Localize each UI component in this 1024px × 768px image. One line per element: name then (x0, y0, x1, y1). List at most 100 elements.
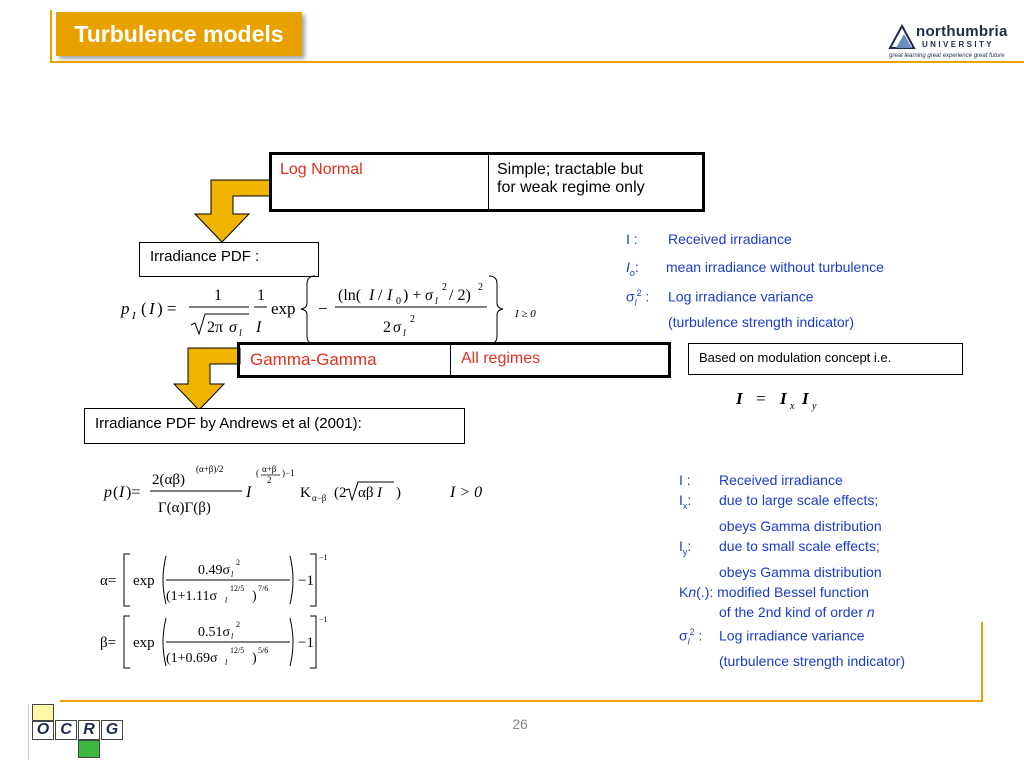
footer-rule (60, 700, 983, 702)
legend2-item-small-scale: Iy:due to small scale effects; (679, 537, 880, 557)
legend1-item-indicator: (turbulence strength indicator) (668, 314, 854, 331)
svg-text:I: I (368, 287, 375, 304)
legend-gamma-gamma: I :Received irradiance Ix:due to large s… (679, 470, 969, 671)
lognormal-model-cell: Log Normal (270, 153, 489, 211)
ocrg-letter-c: C (55, 720, 77, 740)
svg-text:2(αβ): 2(αβ) (152, 472, 185, 488)
svg-text:12/5: 12/5 (230, 646, 244, 655)
logo-university: UNIVERSITY (922, 40, 995, 49)
legend2-item-bessel-order: of the 2nd kind of order n (719, 603, 875, 620)
svg-text:l: l (231, 570, 234, 579)
svg-text:/ 2): / 2) (449, 287, 471, 304)
svg-text:(α+β)/2: (α+β)/2 (196, 464, 223, 474)
svg-text:l: l (435, 296, 438, 307)
header-rule (50, 61, 1024, 63)
svg-text:): ) (252, 651, 257, 666)
svg-text:=: = (756, 389, 766, 408)
svg-text:I: I (118, 484, 125, 501)
svg-text:exp: exp (271, 299, 296, 318)
svg-text:)−1: )−1 (282, 468, 295, 478)
legend2-item-large-scale: Ix:due to large scale effects; (679, 492, 879, 511)
logo-tagline: great learning great experience great fu… (889, 53, 1005, 59)
irradiance-pdf-label: Irradiance PDF : (139, 242, 319, 277)
svg-text:l: l (225, 658, 228, 667)
gamma-condition: I > 0 (449, 484, 482, 501)
svg-text:I: I (255, 319, 262, 336)
svg-text:12/5: 12/5 (230, 584, 244, 593)
northumbria-logo: northumbria UNIVERSITY great learning gr… (886, 20, 1020, 66)
legend1-item-variance: σl2 :Log irradiance variance (626, 287, 814, 308)
ocrg-yellow-square (32, 704, 54, 722)
modulation-concept-box: Based on modulation concept i.e. (688, 343, 963, 375)
svg-text:I: I (386, 287, 393, 304)
svg-text:β=: β= (100, 635, 116, 651)
svg-text:σ: σ (229, 319, 238, 336)
lognormal-description-line1: Simple; tractable but (497, 161, 643, 178)
gamma-gamma-table: Gamma-Gamma All regimes (237, 342, 671, 378)
svg-text:(1+1.11σ: (1+1.11σ (166, 589, 218, 604)
svg-text:): ) (252, 589, 257, 604)
svg-text:αβ: αβ (358, 485, 374, 501)
svg-text:2π: 2π (207, 319, 223, 336)
ocrg-letter-o: O (32, 720, 54, 740)
svg-text:2: 2 (236, 558, 240, 567)
lognormal-table: Log Normal Simple; tractable but for wea… (269, 152, 705, 212)
svg-text:Γ(α)Γ(β): Γ(α)Γ(β) (158, 500, 211, 516)
svg-text:−1: −1 (298, 635, 314, 651)
andrews-pdf-label: Irradiance PDF by Andrews et al (2001): (84, 408, 465, 444)
svg-text:) +: ) + (403, 287, 421, 304)
svg-text:2: 2 (236, 620, 240, 629)
svg-text:−1: −1 (319, 615, 328, 624)
svg-text:l: l (231, 632, 234, 641)
gamma-description: All regimes (461, 350, 541, 367)
svg-text:−1: −1 (298, 573, 314, 589)
footer-left-rule (28, 704, 29, 760)
svg-text:α=: α= (100, 573, 116, 589)
svg-text:7/6: 7/6 (258, 584, 268, 593)
alpha-formula: α= exp 0.49σ l 2 (1+1.11σ l 12/5 ) 7/6 −… (100, 553, 328, 607)
svg-text:I: I (148, 299, 156, 318)
ocrg-green-square (78, 740, 100, 758)
svg-text:I: I (779, 389, 788, 408)
svg-text:(1+0.69σ: (1+0.69σ (166, 651, 218, 666)
down-arrow-icon (172, 347, 241, 411)
svg-text:α+β: α+β (262, 464, 277, 474)
svg-text:(2: (2 (334, 485, 347, 501)
gamma-model: Gamma-Gamma (250, 350, 377, 369)
svg-text:p: p (103, 484, 112, 501)
svg-text:): ) (396, 485, 401, 501)
legend2-item-indicator: (turbulence strength indicator) (719, 653, 905, 670)
svg-text:5/6: 5/6 (258, 646, 268, 655)
svg-text:x: x (789, 401, 795, 412)
svg-text:1: 1 (214, 287, 222, 304)
lognormal-description-cell: Simple; tractable but for weak regime on… (488, 153, 704, 211)
gamma-model-cell: Gamma-Gamma (238, 343, 451, 377)
svg-text:exp: exp (133, 635, 155, 651)
svg-text:σ: σ (425, 287, 434, 304)
svg-text:l: l (225, 596, 228, 605)
svg-text:I: I (801, 389, 810, 408)
ocrg-logo: O C R G (32, 704, 132, 764)
svg-text:(: ( (141, 299, 147, 318)
svg-text:)=: )= (126, 484, 140, 501)
svg-text:(: ( (256, 468, 259, 478)
svg-text:2: 2 (442, 282, 447, 293)
slide-title-box: Turbulence models (56, 12, 302, 56)
svg-text:0.51σ: 0.51σ (198, 625, 231, 640)
svg-text:/: / (378, 287, 383, 304)
slide-title: Turbulence models (74, 20, 284, 47)
svg-text:2: 2 (410, 314, 415, 325)
lognormal-pdf-formula: p I ( I ) = 1 2π σ l 1 I exp − (ln( I / … (120, 275, 536, 345)
svg-text:l: l (403, 328, 406, 339)
legend2-item-variance: σl2 :Log irradiance variance (679, 626, 865, 647)
legend2-item-large-scale-dist: obeys Gamma distribution (719, 517, 882, 534)
beta-formula: β= exp 0.51σ l 2 (1+0.69σ l 12/5 ) 5/6 −… (100, 615, 328, 669)
svg-text:) =: ) = (157, 299, 177, 318)
svg-text:0.49σ: 0.49σ (198, 563, 231, 578)
gamma-gamma-pdf-formula: p ( I )= 2(αβ) (α+β)/2 Γ(α)Γ(β) I ( α+β … (103, 464, 482, 516)
footer-right-rule (981, 622, 983, 702)
svg-text:(ln(: (ln( (338, 287, 361, 304)
down-arrow-icon (193, 179, 272, 243)
svg-text:I: I (245, 484, 252, 501)
legend1-item-irradiance: I :Received irradiance (626, 231, 792, 247)
